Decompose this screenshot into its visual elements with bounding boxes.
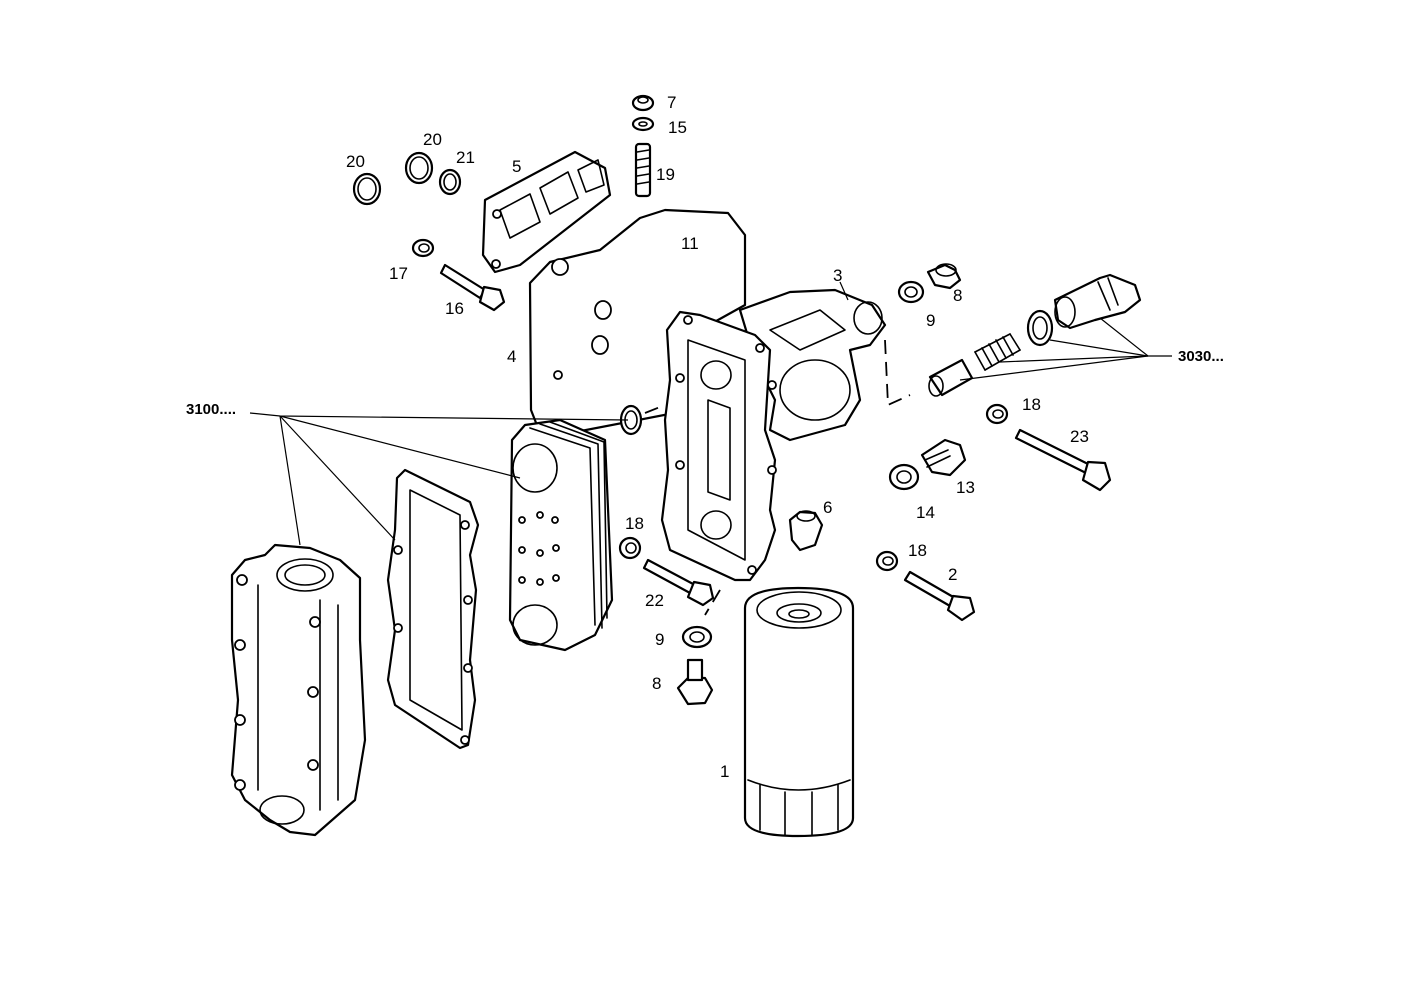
washer-18-right [985,403,1009,425]
adapter-plate [660,310,777,582]
callout-16: 16 [445,299,464,318]
callout-1: 1 [720,762,729,781]
callout-group-3100: 3100.... [186,401,236,418]
stud-19 [634,142,652,198]
callout-3: 3 [833,266,842,285]
o-ring-20-right [404,151,434,185]
callout-8-lower: 8 [652,674,661,693]
callout-8-top: 8 [953,286,962,305]
o-ring-21 [438,168,462,196]
washer-18-lower [875,550,899,572]
callout-17: 17 [389,264,408,283]
callout-20-left: 20 [346,152,365,171]
cooler-cover-gasket [386,468,480,750]
washer-9-lower [681,625,713,649]
filter-head-3 [738,288,887,442]
fitting-6 [788,510,824,552]
assembly-axis-center [644,404,666,414]
leader-lines-3100 [249,412,629,546]
valve-plug [1053,273,1142,330]
callout-group-3030: 3030... [1178,348,1224,365]
bolt-23 [1014,428,1112,492]
washer-17 [411,238,435,258]
valve-spring [974,333,1021,371]
valve-o-ring [1026,309,1054,347]
callout-22: 22 [645,591,664,610]
callout-18-right: 18 [1022,395,1041,414]
callout-14: 14 [916,503,935,522]
callout-19: 19 [656,165,675,184]
callout-9-top: 9 [926,311,935,330]
assembly-axis-right [884,339,911,407]
callout-6: 6 [823,498,832,517]
plug-13 [920,438,967,477]
callout-18-left: 18 [625,514,644,533]
nut-7 [631,94,655,112]
callout-7: 7 [667,93,676,112]
callout-18-lower: 18 [908,541,927,560]
callout-13: 13 [956,478,975,497]
callout-11: 11 [681,234,699,253]
callout-4: 4 [507,347,516,366]
bolt-2 [903,570,976,622]
bolt-22 [642,558,715,607]
assembly-axis-drain [704,589,721,616]
plug-8-top [926,263,962,290]
callout-20-right: 20 [423,130,442,149]
oil-cooler-cover [230,543,367,837]
washer-18-left [618,536,642,560]
callout-23: 23 [1070,427,1089,446]
valve-piston [928,358,974,397]
callout-15: 15 [668,118,687,137]
callout-9-lower: 9 [655,630,664,649]
washer-14 [888,463,920,491]
oil-cooler-core [508,418,614,652]
oil-filter-1 [743,586,855,838]
callout-5: 5 [512,157,521,176]
callout-2: 2 [948,565,957,584]
washer-15 [631,116,655,132]
o-ring-20-left [352,172,382,206]
washer-9-top [897,280,925,304]
plug-8-lower [676,658,714,706]
gasket-plate-5 [481,150,612,274]
leader-line-3 [839,281,849,301]
leader-lines-3030 [959,317,1172,381]
bolt-16 [439,263,506,312]
callout-21: 21 [456,148,475,167]
